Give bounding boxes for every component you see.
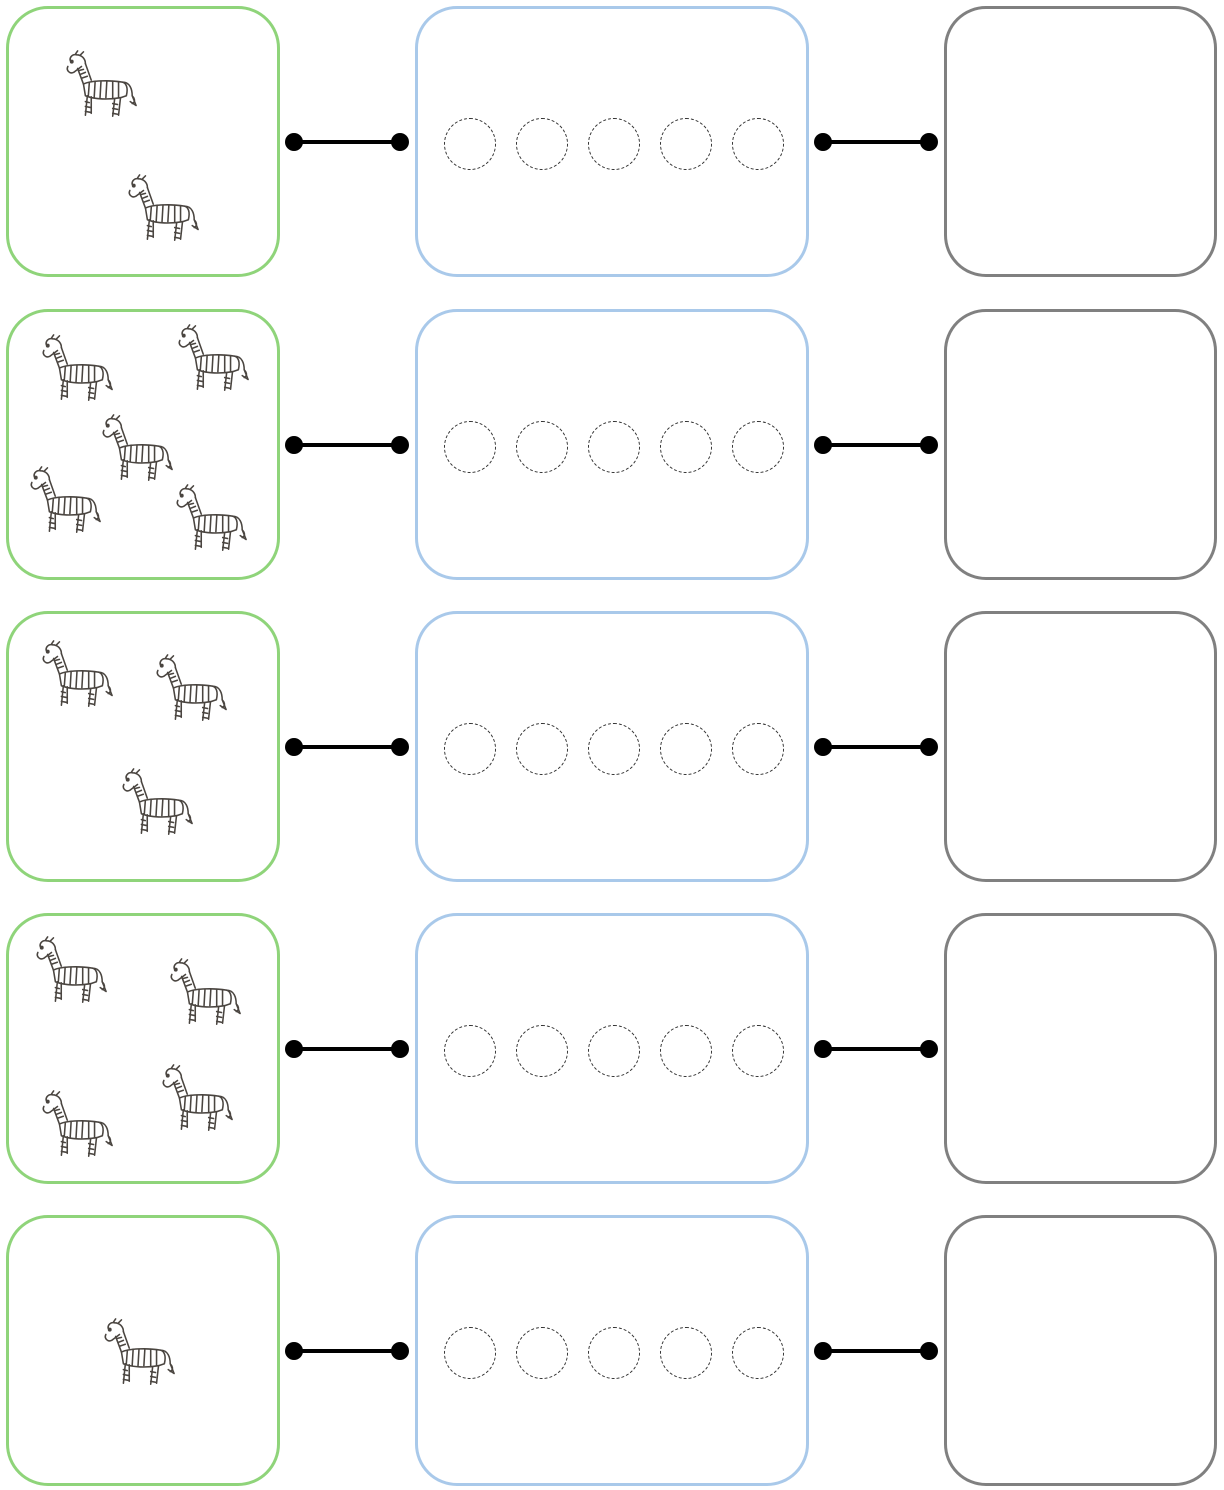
answer-box[interactable] <box>944 913 1217 1184</box>
zebra-icon <box>38 334 116 406</box>
answer-box[interactable] <box>944 6 1217 277</box>
counting-circles-box <box>415 6 809 277</box>
dashed-counting-circle[interactable] <box>732 1327 784 1379</box>
dashed-counting-circle[interactable] <box>588 1327 640 1379</box>
dashed-counting-circle[interactable] <box>444 118 496 170</box>
answer-box[interactable] <box>944 1215 1217 1486</box>
connector-right <box>814 1040 938 1058</box>
dashed-counting-circle[interactable] <box>516 421 568 473</box>
zebra-icon <box>38 640 116 712</box>
dashed-counting-circle[interactable] <box>660 1025 712 1077</box>
zebra-icon <box>172 484 250 556</box>
zebra-icon <box>174 324 252 396</box>
connector-left <box>285 1342 409 1360</box>
zebra-icon <box>152 654 230 726</box>
worksheet-row <box>0 913 1224 1188</box>
dashed-counting-circle[interactable] <box>516 118 568 170</box>
counting-circles-box <box>415 913 809 1184</box>
dashed-counting-circle[interactable] <box>660 723 712 775</box>
connector-left <box>285 436 409 454</box>
dashed-counting-circle[interactable] <box>732 723 784 775</box>
dashed-counting-circle[interactable] <box>444 1327 496 1379</box>
circle-row <box>444 723 784 775</box>
dashed-counting-circle[interactable] <box>516 1025 568 1077</box>
dashed-counting-circle[interactable] <box>588 723 640 775</box>
dashed-counting-circle[interactable] <box>444 421 496 473</box>
dashed-counting-circle[interactable] <box>588 118 640 170</box>
circle-row <box>444 421 784 473</box>
dashed-counting-circle[interactable] <box>660 118 712 170</box>
connector-right <box>814 133 938 151</box>
zebra-icon <box>32 936 110 1008</box>
counting-circles-box <box>415 611 809 882</box>
circle-row <box>444 1025 784 1077</box>
zebra-icon <box>158 1064 236 1136</box>
dashed-counting-circle[interactable] <box>516 723 568 775</box>
zebra-icon <box>98 414 176 486</box>
zebra-icon <box>62 50 140 122</box>
connector-left <box>285 1040 409 1058</box>
connector-left <box>285 133 409 151</box>
zebra-icon <box>38 1090 116 1162</box>
connector-left <box>285 738 409 756</box>
counting-circles-box <box>415 1215 809 1486</box>
connector-right <box>814 436 938 454</box>
dashed-counting-circle[interactable] <box>516 1327 568 1379</box>
worksheet-row <box>0 1215 1224 1490</box>
dashed-counting-circle[interactable] <box>732 1025 784 1077</box>
dashed-counting-circle[interactable] <box>444 1025 496 1077</box>
answer-box[interactable] <box>944 309 1217 580</box>
dashed-counting-circle[interactable] <box>588 1025 640 1077</box>
dashed-counting-circle[interactable] <box>660 421 712 473</box>
circle-row <box>444 118 784 170</box>
dashed-counting-circle[interactable] <box>732 421 784 473</box>
zebra-icon <box>166 958 244 1030</box>
dashed-counting-circle[interactable] <box>588 421 640 473</box>
circle-row <box>444 1327 784 1379</box>
answer-box[interactable] <box>944 611 1217 882</box>
worksheet-row <box>0 611 1224 886</box>
zebra-icon <box>124 174 202 246</box>
counting-circles-box <box>415 309 809 580</box>
zebra-icon <box>26 466 104 538</box>
zebra-icon <box>118 768 196 840</box>
zebra-icon <box>100 1318 178 1390</box>
connector-right <box>814 1342 938 1360</box>
dashed-counting-circle[interactable] <box>444 723 496 775</box>
connector-right <box>814 738 938 756</box>
dashed-counting-circle[interactable] <box>660 1327 712 1379</box>
dashed-counting-circle[interactable] <box>732 118 784 170</box>
